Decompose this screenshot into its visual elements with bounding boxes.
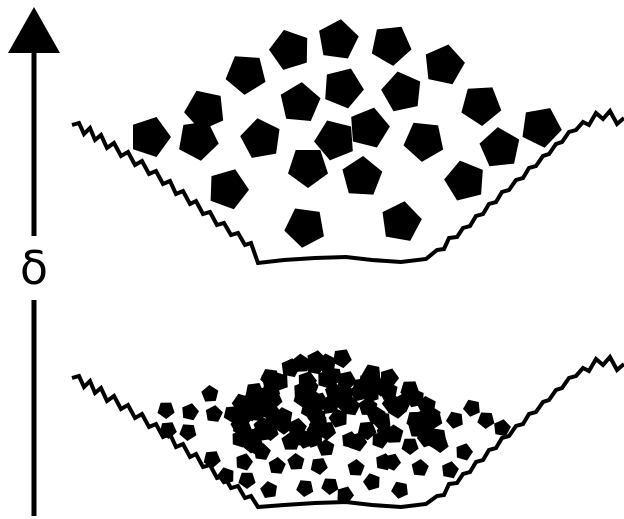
upper-particle <box>351 108 390 148</box>
lower-particle <box>333 349 352 368</box>
lower-particle <box>363 473 380 490</box>
lower-particle <box>446 412 463 429</box>
lower-particle <box>179 424 196 441</box>
upper-particle <box>381 72 420 112</box>
upper-particle <box>383 201 422 241</box>
lower-particle <box>348 459 365 476</box>
lower-particle <box>182 403 199 420</box>
lower-particle <box>269 457 286 474</box>
lower-particle <box>237 453 254 470</box>
upper-particle <box>319 19 359 58</box>
lower-particle <box>260 481 277 498</box>
lower-particle <box>321 479 338 496</box>
upper-particle <box>404 123 444 162</box>
lower-particle <box>457 443 474 460</box>
upper-particle <box>281 82 321 121</box>
lower-particle <box>296 480 313 497</box>
upper-particle <box>240 118 279 158</box>
upper-particle <box>226 56 266 95</box>
upper-particle <box>426 45 465 85</box>
upper-particle <box>444 161 483 201</box>
lower-particle <box>391 482 408 499</box>
lower-particle <box>238 473 255 489</box>
up-arrow-icon <box>8 7 60 53</box>
upper-particle <box>179 122 219 161</box>
upper-particle <box>372 27 412 66</box>
upper-particle <box>211 169 249 209</box>
lower-particle <box>463 400 480 417</box>
lower-particle <box>442 461 459 478</box>
lower-particle <box>217 467 233 484</box>
lower-particle <box>206 405 223 422</box>
lower-particle <box>201 385 218 402</box>
upper-particle <box>480 127 520 166</box>
lower-particle <box>158 403 175 419</box>
lower-particle <box>311 458 328 475</box>
upper-particle <box>288 150 328 188</box>
upper-particles <box>133 19 562 248</box>
lower-particle <box>402 439 419 455</box>
upper-particle <box>284 209 324 248</box>
upper-particle <box>523 108 562 148</box>
upper-particle <box>269 30 307 70</box>
lower-particle <box>412 459 429 476</box>
upper-particle <box>461 87 501 126</box>
upper-particle <box>342 156 382 195</box>
lower-particle <box>287 453 304 470</box>
lower-particle <box>477 413 494 430</box>
delta-label: δ <box>11 236 57 300</box>
upper-particle <box>133 117 171 157</box>
upper-particle <box>325 69 364 109</box>
